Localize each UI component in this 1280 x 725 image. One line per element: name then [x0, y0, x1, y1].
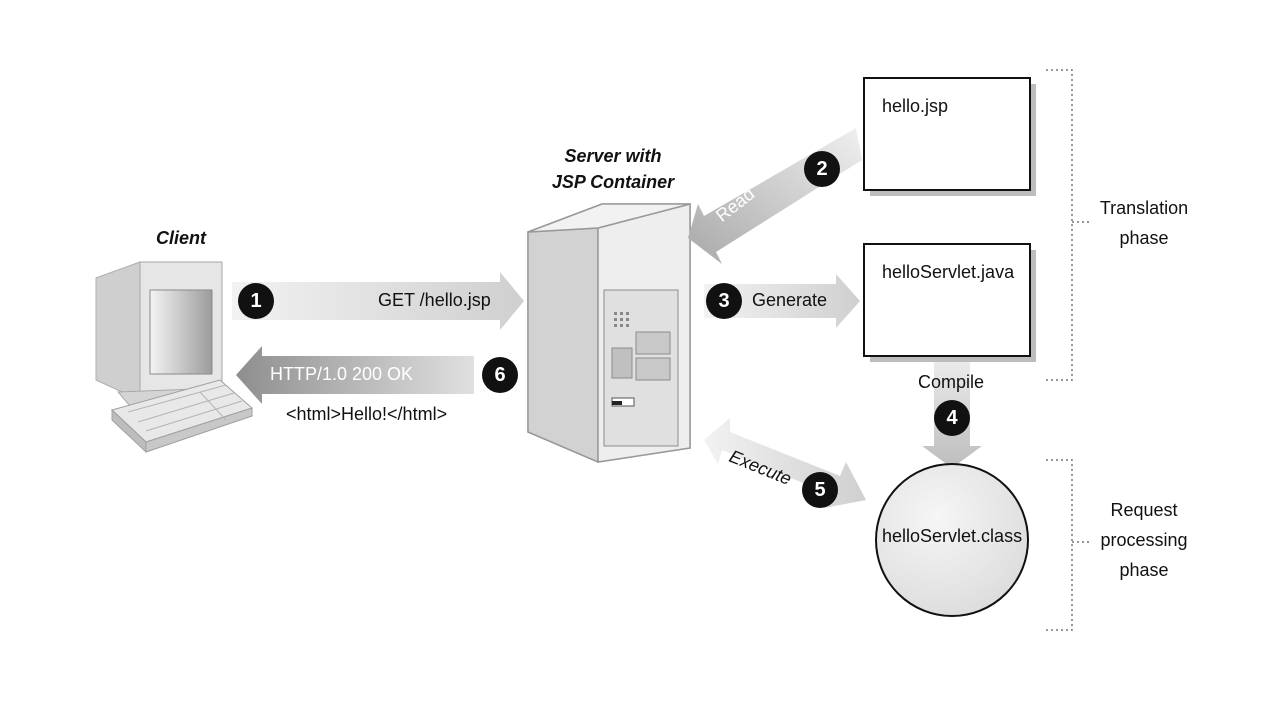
hello-jsp-label: hello.jsp — [882, 96, 949, 116]
request-phase-bracket — [1046, 459, 1090, 631]
client-title: Client — [155, 228, 206, 248]
read-arrow — [688, 128, 862, 264]
request-phase-label-line3: phase — [1119, 560, 1169, 580]
step-number-2: 2 — [816, 158, 828, 180]
server-title-line2: JSP Container — [551, 172, 675, 192]
step-badge-6 — [482, 357, 518, 393]
translation-phase-label-line1: Translation — [1099, 198, 1189, 218]
step-badge-5 — [802, 472, 838, 508]
client-computer-icon — [95, 261, 253, 454]
step-number-4: 4 — [946, 407, 958, 429]
step-number-6: 6 — [494, 364, 506, 386]
generate-label: Generate — [752, 290, 828, 310]
compile-label: Compile — [918, 372, 985, 392]
request-phase-label-line1: Request — [1110, 500, 1178, 520]
hello-servlet-class-circle — [875, 463, 1029, 617]
server-tower-icon — [527, 203, 691, 464]
response-status-label: HTTP/1.0 200 OK — [270, 364, 414, 384]
step-number-3: 3 — [718, 290, 730, 312]
hello-servlet-java-box — [863, 243, 1036, 362]
step-badge-4 — [934, 400, 970, 436]
step-badge-1 — [238, 283, 274, 319]
step-badge-3 — [706, 283, 742, 319]
step-number-1: 1 — [250, 290, 262, 312]
translation-phase-label-line2: phase — [1119, 228, 1169, 248]
generate-arrow — [704, 274, 860, 328]
hello-servlet-class-label: helloServlet.class — [882, 526, 1023, 546]
step-number-5: 5 — [814, 479, 826, 501]
hello-jsp-box — [863, 77, 1036, 196]
request-phase-label-line2: processing — [1100, 530, 1188, 550]
hello-servlet-java-label: helloServlet.java — [882, 262, 1015, 282]
get-request-arrow — [232, 272, 524, 330]
step-badge-2 — [804, 151, 840, 187]
get-request-label: GET /hello.jsp — [378, 290, 491, 310]
server-title-line1: Server with — [564, 146, 662, 166]
translation-phase-bracket — [1046, 69, 1090, 381]
step-badges — [238, 151, 970, 508]
response-arrow — [236, 346, 474, 404]
response-body-label: <html>Hello!</html> — [286, 404, 448, 424]
